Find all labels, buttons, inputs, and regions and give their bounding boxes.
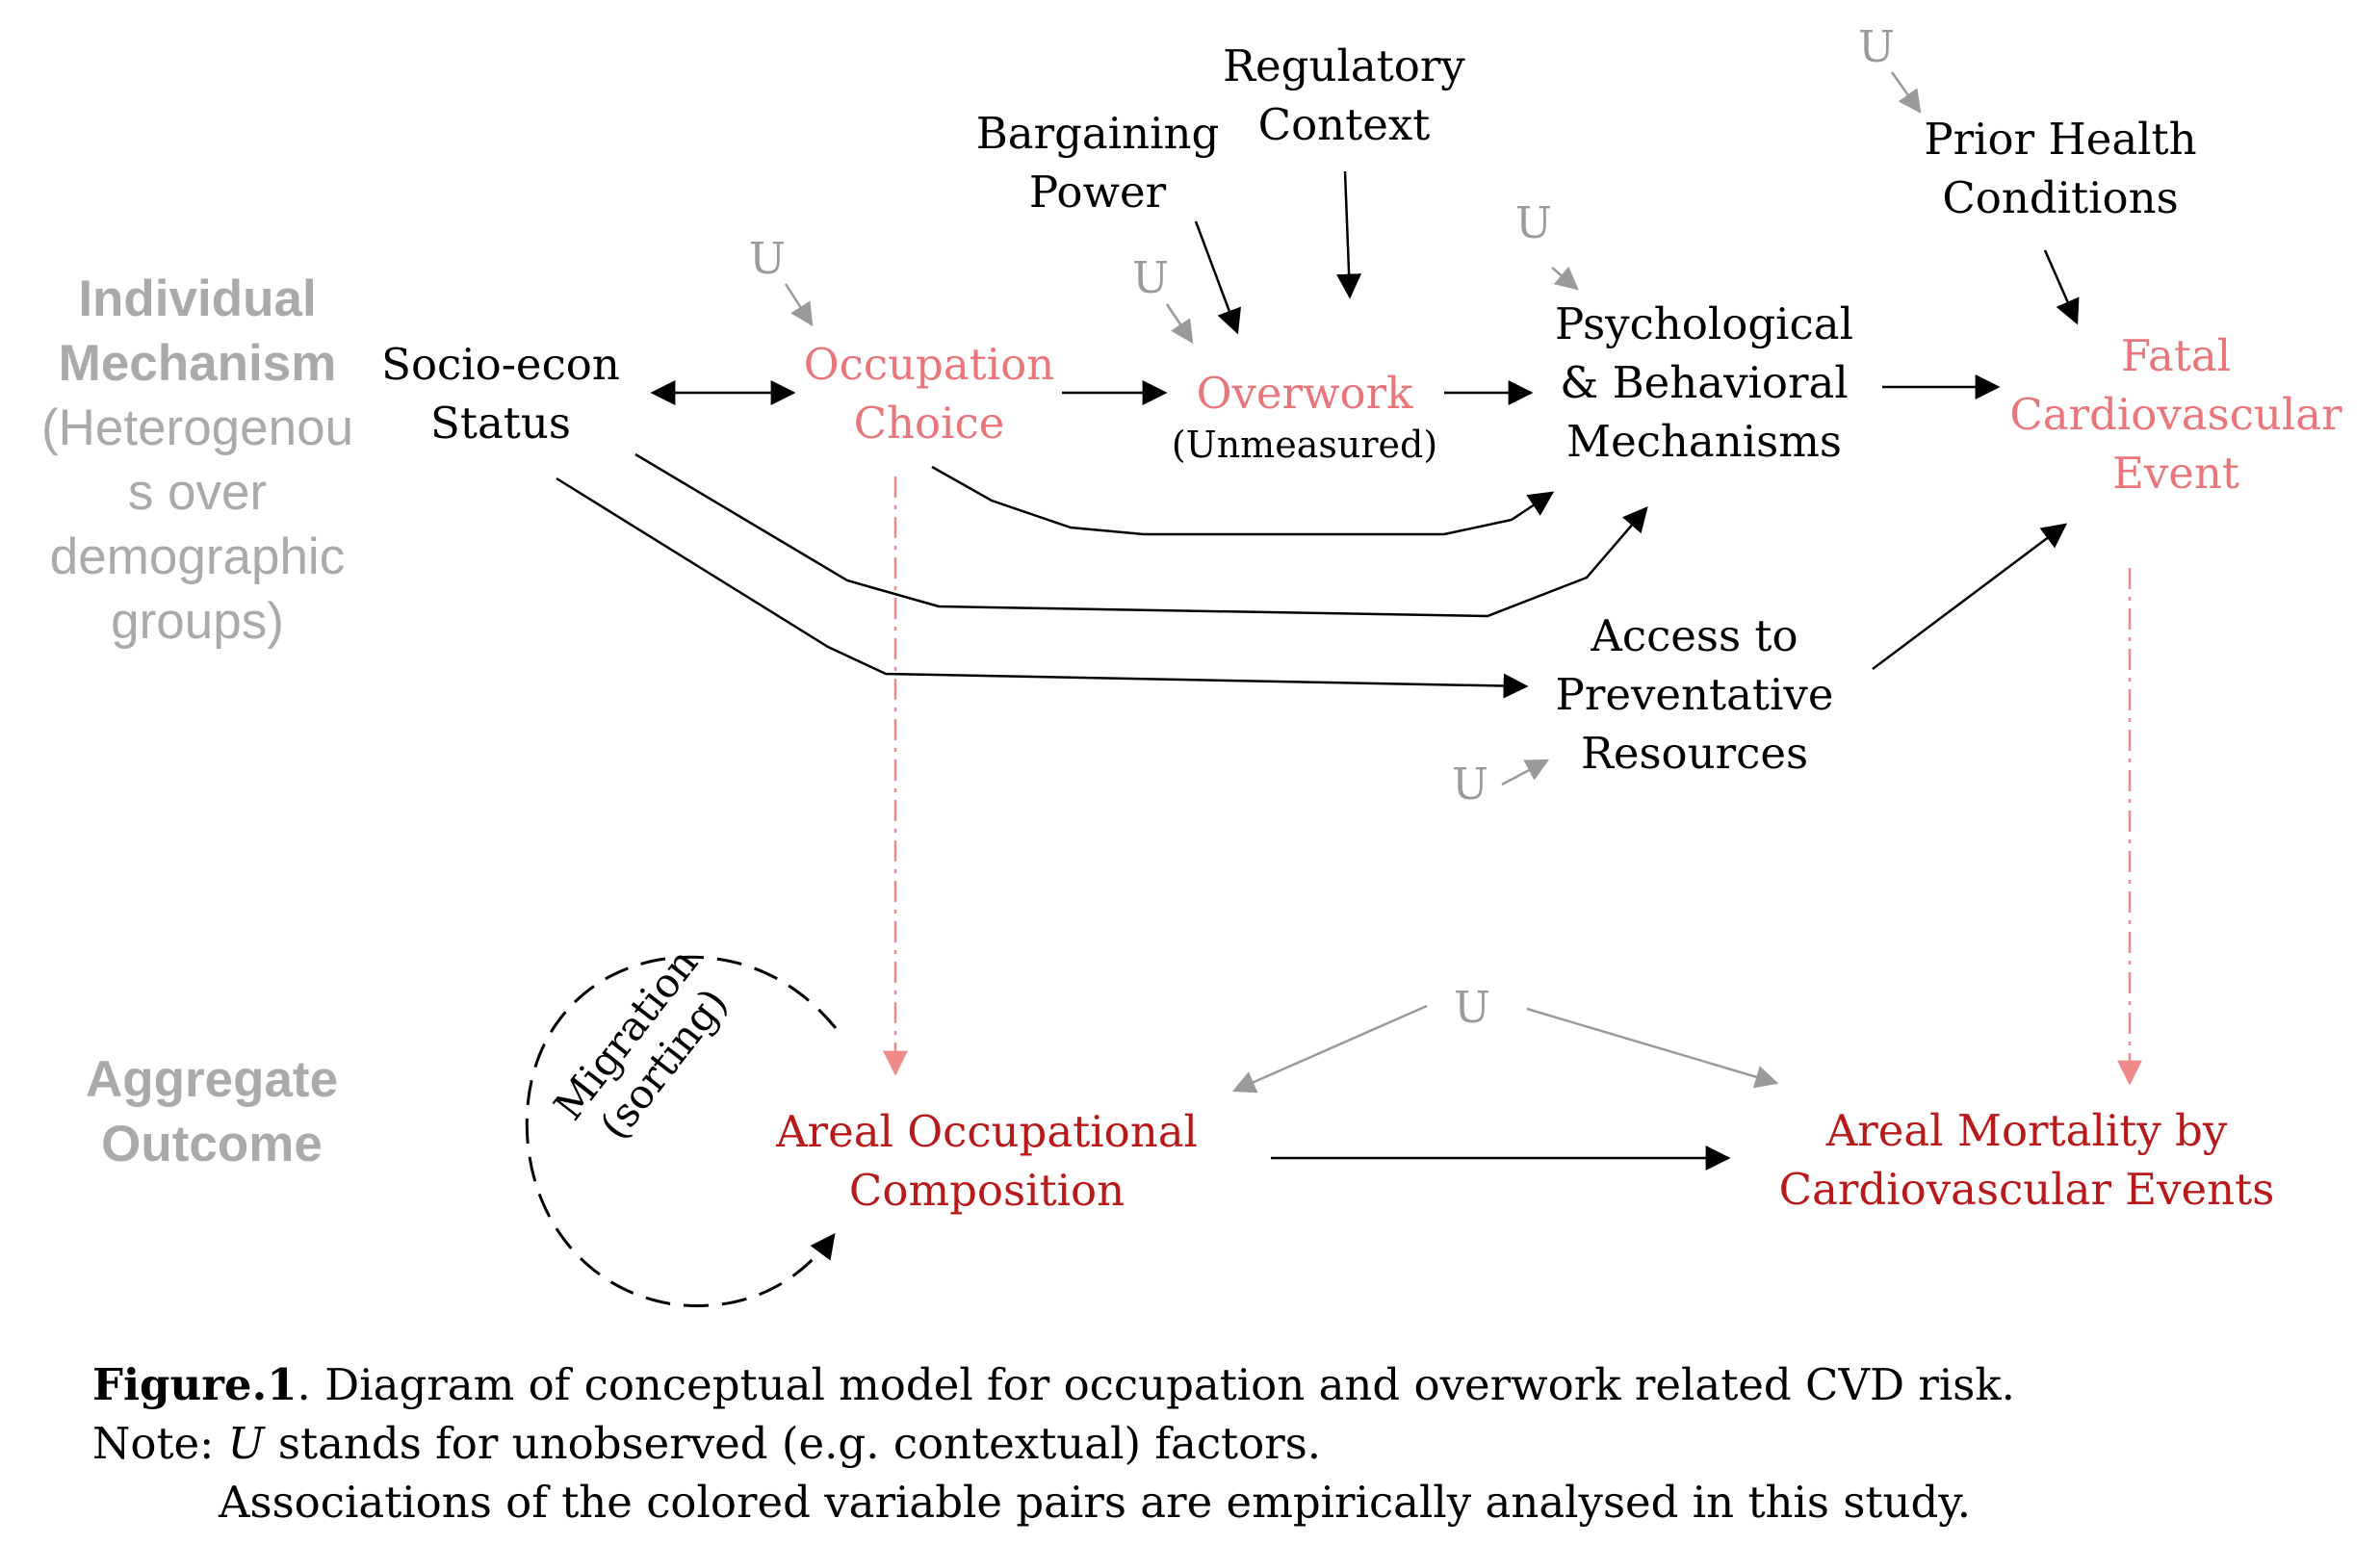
caption-line-1: Figure.1. Diagram of conceptual model fo… xyxy=(92,1355,2015,1414)
edge-u-access xyxy=(1501,759,1550,786)
overwork-note: (Unmeasured) xyxy=(1171,424,1438,466)
caption-line-2: Note: U stands for unobserved (e.g. cont… xyxy=(92,1414,2015,1473)
edge-prior-fatal xyxy=(2043,249,2080,325)
occupation-line-1: Occupation xyxy=(803,339,1055,390)
access-line-1: Access to xyxy=(1591,610,1798,661)
edge-u-arealmort xyxy=(1526,1007,1779,1089)
edge-access-fatal xyxy=(1872,523,2068,670)
arealmort-line-1: Areal Mortality by xyxy=(1825,1105,2228,1156)
bargaining-line-1: Bargaining xyxy=(975,108,1220,159)
caption-note-prefix: Note: xyxy=(92,1418,228,1469)
occupation-line-2: Choice xyxy=(853,398,1005,449)
individual-mechanism-label: Individual Mechanism (Heterogenou s over… xyxy=(0,267,395,654)
prior-line-1: Prior Health xyxy=(1924,114,2197,165)
psych-line-1: Psychological xyxy=(1555,298,1853,349)
edge-u-arealocc xyxy=(1231,1004,1428,1094)
prior-line-2: Conditions xyxy=(1942,172,2179,223)
u-prior-health: U xyxy=(1858,21,1895,72)
edge-u-overwork xyxy=(1165,303,1194,344)
individual-line-2: Mechanism xyxy=(58,335,337,392)
socio-line-1: Socio-econ xyxy=(381,339,620,390)
edge-regulatory-overwork xyxy=(1336,170,1362,299)
socio-line-2: Status xyxy=(430,398,571,449)
individual-sub-3: demographic xyxy=(49,528,346,585)
fatal-line-3: Event xyxy=(2112,448,2239,499)
node-bargaining-power: Bargaining Power xyxy=(963,104,1232,221)
edge-occupation-psych xyxy=(931,465,1555,536)
bargaining-line-2: Power xyxy=(1028,167,1167,218)
edge-bargaining-overwork xyxy=(1194,220,1241,335)
aggregate-outcome-label: Aggregate Outcome xyxy=(19,1047,404,1176)
fatal-line-2: Cardiovascular xyxy=(2009,389,2342,440)
individual-sub-2: s over xyxy=(127,464,268,521)
edge-migration-loop xyxy=(525,955,838,1307)
u-aggregate: U xyxy=(1454,982,1490,1033)
psych-line-3: Mechanisms xyxy=(1566,416,1842,467)
u-overwork: U xyxy=(1132,252,1169,303)
caption-figure-text: . Diagram of conceptual model for occupa… xyxy=(297,1359,2015,1410)
caption-note-symbol: U xyxy=(227,1418,265,1469)
node-prior-health: Prior Health Conditions xyxy=(1906,110,2214,227)
edge-socio-psych xyxy=(634,452,1648,618)
caption-line-3: Associations of the colored variable pai… xyxy=(219,1477,1972,1528)
individual-sub-1: (Heterogenou xyxy=(40,399,354,456)
edge-u-occupation xyxy=(784,283,814,327)
node-areal-mortality: Areal Mortality by Cardiovascular Events xyxy=(1767,1101,2287,1219)
edge-u-prior xyxy=(1890,71,1922,114)
node-access-preventative: Access to Preventative Resources xyxy=(1531,606,1858,783)
node-fatal-cardiovascular: Fatal Cardiovascular Event xyxy=(2003,326,2349,502)
access-line-2: Preventative xyxy=(1555,669,1834,720)
node-psychological-behavioral: Psychological & Behavioral Mechanisms xyxy=(1531,295,1877,471)
node-areal-occupational-composition: Areal Occupational Composition xyxy=(770,1102,1203,1220)
access-line-3: Resources xyxy=(1580,728,1809,779)
regulatory-line-2: Context xyxy=(1257,99,1431,150)
psych-line-2: & Behavioral xyxy=(1560,357,1849,408)
figure-caption: Figure.1. Diagram of conceptual model fo… xyxy=(92,1355,2015,1532)
u-psych: U xyxy=(1515,197,1552,248)
node-overwork: Overwork (Unmeasured) xyxy=(1165,364,1444,467)
fatal-line-1: Fatal xyxy=(2120,330,2232,381)
aggregate-line-1: Aggregate xyxy=(85,1051,339,1108)
individual-sub-4: groups) xyxy=(111,593,284,650)
regulatory-line-1: Regulatory xyxy=(1223,40,1465,91)
u-access: U xyxy=(1452,759,1488,810)
node-socio-econ-status: Socio-econ Status xyxy=(366,335,635,452)
caption-note-text: stands for unobserved (e.g. contextual) … xyxy=(264,1418,1322,1469)
arealocc-line-1: Areal Occupational xyxy=(776,1106,1198,1157)
arealmort-line-2: Cardiovascular Events xyxy=(1778,1164,2275,1215)
individual-line-1: Individual xyxy=(78,270,317,327)
caption-figure-label: Figure.1 xyxy=(92,1359,298,1410)
edge-socio-access xyxy=(556,476,1529,699)
node-regulatory-context: Regulatory Context xyxy=(1200,37,1488,154)
u-occupation: U xyxy=(749,233,786,284)
arealocc-line-2: Composition xyxy=(848,1165,1125,1216)
edge-u-psych xyxy=(1551,266,1579,291)
node-occupation-choice: Occupation Choice xyxy=(789,335,1069,452)
aggregate-line-2: Outcome xyxy=(101,1116,323,1172)
overwork-title: Overwork xyxy=(1196,368,1413,419)
